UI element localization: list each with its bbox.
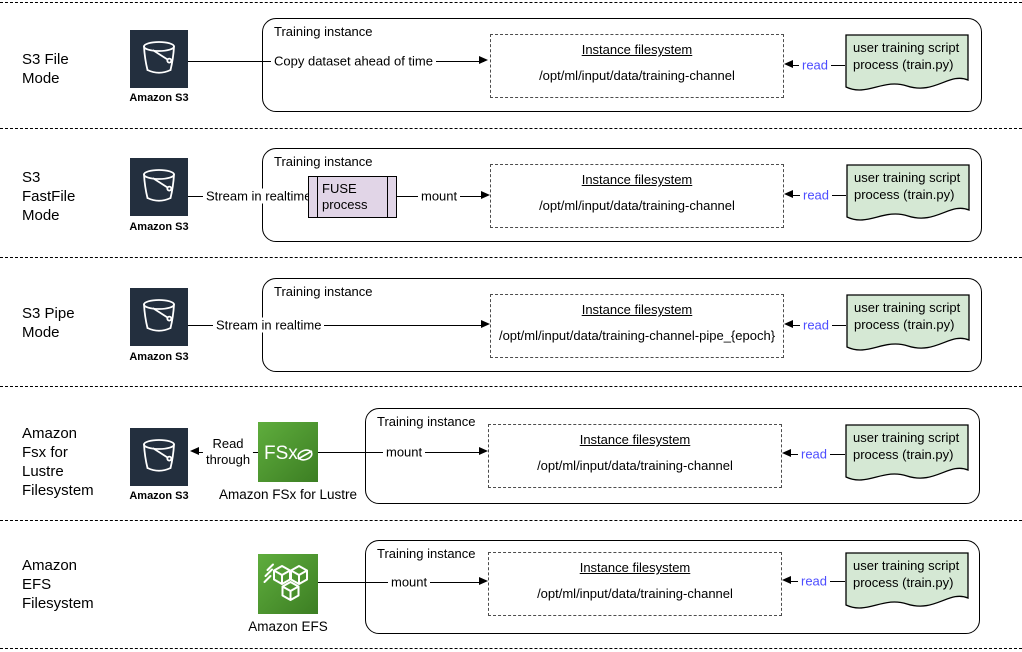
row-separator: [0, 2, 1022, 3]
training-script-label: user training script process (train.py): [854, 170, 961, 202]
training-instance-title: Training instance: [274, 154, 373, 169]
fuse-process-box: FUSE process: [308, 176, 397, 218]
instance-filesystem-title: Instance filesystem: [579, 432, 691, 447]
s3-bucket-icon: [130, 30, 188, 88]
mount-label: mount: [388, 574, 431, 590]
row-separator: [0, 128, 1022, 129]
mount-label: mount: [383, 444, 426, 460]
row-separator: [0, 648, 1022, 649]
read-through-label: Read through: [202, 436, 254, 468]
instance-filesystem-box: Instance filesystem /opt/ml/input/data/t…: [488, 552, 782, 616]
read-label: read: [798, 446, 831, 462]
row-title: S3 File Mode: [22, 51, 69, 87]
arrow-left-icon: [784, 60, 793, 68]
training-instance-box: [262, 18, 982, 112]
icon-caption: Amazon S3: [129, 490, 189, 502]
training-instance-title: Training instance: [377, 414, 476, 429]
instance-filesystem-box: Instance filesystem /opt/ml/input/data/t…: [490, 294, 784, 358]
icon-caption: Amazon FSx for Lustre: [218, 487, 358, 502]
process-bar: [387, 177, 388, 217]
flow-arrow: [188, 325, 482, 326]
filesystem-path: /opt/ml/input/data/training-channel: [539, 198, 735, 213]
row-title: S3 FastFile Mode: [22, 169, 76, 224]
read-label: read: [798, 573, 831, 589]
instance-filesystem-title: Instance filesystem: [579, 560, 691, 575]
training-script-label: user training script process (train.py): [853, 430, 960, 462]
row-title: Amazon Fsx for Lustre Filesystem: [22, 425, 94, 499]
document-shape-icon: [846, 164, 970, 221]
icon-caption: Amazon S3: [129, 92, 189, 104]
arrow-right-icon: [481, 191, 490, 199]
icon-caption: Amazon EFS: [248, 619, 328, 634]
flow-label: Copy dataset ahead of time: [271, 53, 436, 69]
training-instance-box: [365, 540, 980, 634]
document-shape-icon: [845, 424, 969, 481]
training-script-label: user training script process (train.py): [853, 40, 960, 72]
icon-caption: Amazon S3: [129, 351, 189, 363]
instance-filesystem-box: Instance filesystem /opt/ml/input/data/t…: [490, 164, 784, 228]
mount-label: mount: [418, 188, 461, 204]
arrow-left-icon: [784, 190, 793, 198]
process-bar: [317, 177, 318, 217]
training-instance-title: Training instance: [274, 24, 373, 39]
training-script-document: user training script process (train.py): [846, 164, 970, 228]
training-script-document: user training script process (train.py): [845, 552, 969, 616]
instance-filesystem-title: Instance filesystem: [581, 42, 693, 57]
s3-bucket-icon: [130, 288, 188, 346]
filesystem-path: /opt/ml/input/data/training-channel: [537, 458, 733, 473]
flow-label: Stream in realtime: [213, 317, 325, 333]
document-shape-icon: [845, 552, 969, 609]
row-separator: [0, 257, 1022, 258]
filesystem-path: /opt/ml/input/data/training-channel: [537, 586, 733, 601]
read-label: read: [800, 187, 833, 203]
training-script-document: user training script process (train.py): [845, 424, 969, 488]
instance-filesystem-box: Instance filesystem /opt/ml/input/data/t…: [488, 424, 782, 488]
arrow-left-icon: [782, 576, 791, 584]
arrow-right-icon: [479, 447, 488, 455]
row-title: S3 Pipe Mode: [22, 305, 75, 341]
instance-filesystem-title: Instance filesystem: [581, 302, 693, 317]
document-shape-icon: [845, 34, 969, 91]
read-label: read: [800, 317, 833, 333]
training-script-document: user training script process (train.py): [846, 294, 970, 358]
svg-text:FSx: FSx: [264, 443, 298, 464]
row-separator: [0, 386, 1022, 387]
s3-bucket-icon: [130, 428, 188, 486]
instance-filesystem-box: Instance filesystem /opt/ml/input/data/t…: [490, 34, 784, 98]
filesystem-path: /opt/ml/input/data/training-channel-pipe…: [498, 328, 776, 343]
filesystem-path: /opt/ml/input/data/training-channel: [539, 68, 735, 83]
efs-icon: [258, 554, 318, 614]
row-separator: [0, 520, 1022, 521]
read-label: read: [799, 57, 832, 73]
training-script-document: user training script process (train.py): [845, 34, 969, 98]
flow-label: Stream in realtime: [203, 188, 315, 204]
row-title: Amazon EFS Filesystem: [22, 557, 94, 612]
training-instance-box: [365, 408, 980, 504]
training-script-label: user training script process (train.py): [854, 300, 961, 332]
arrow-right-icon: [479, 56, 488, 64]
s3-bucket-icon: [130, 158, 188, 216]
training-instance-title: Training instance: [274, 284, 373, 299]
fuse-process-label: FUSE process: [322, 181, 368, 212]
arrow-left-icon: [190, 447, 199, 455]
fsx-for-lustre-icon: FSx: [258, 422, 318, 482]
arrow-left-icon: [782, 449, 791, 457]
instance-filesystem-title: Instance filesystem: [581, 172, 693, 187]
training-instance-title: Training instance: [377, 546, 476, 561]
arrow-right-icon: [481, 320, 490, 328]
arrow-left-icon: [784, 320, 793, 328]
arrow-right-icon: [479, 577, 488, 585]
training-script-label: user training script process (train.py): [853, 558, 960, 590]
icon-caption: Amazon S3: [129, 221, 189, 233]
document-shape-icon: [846, 294, 970, 351]
